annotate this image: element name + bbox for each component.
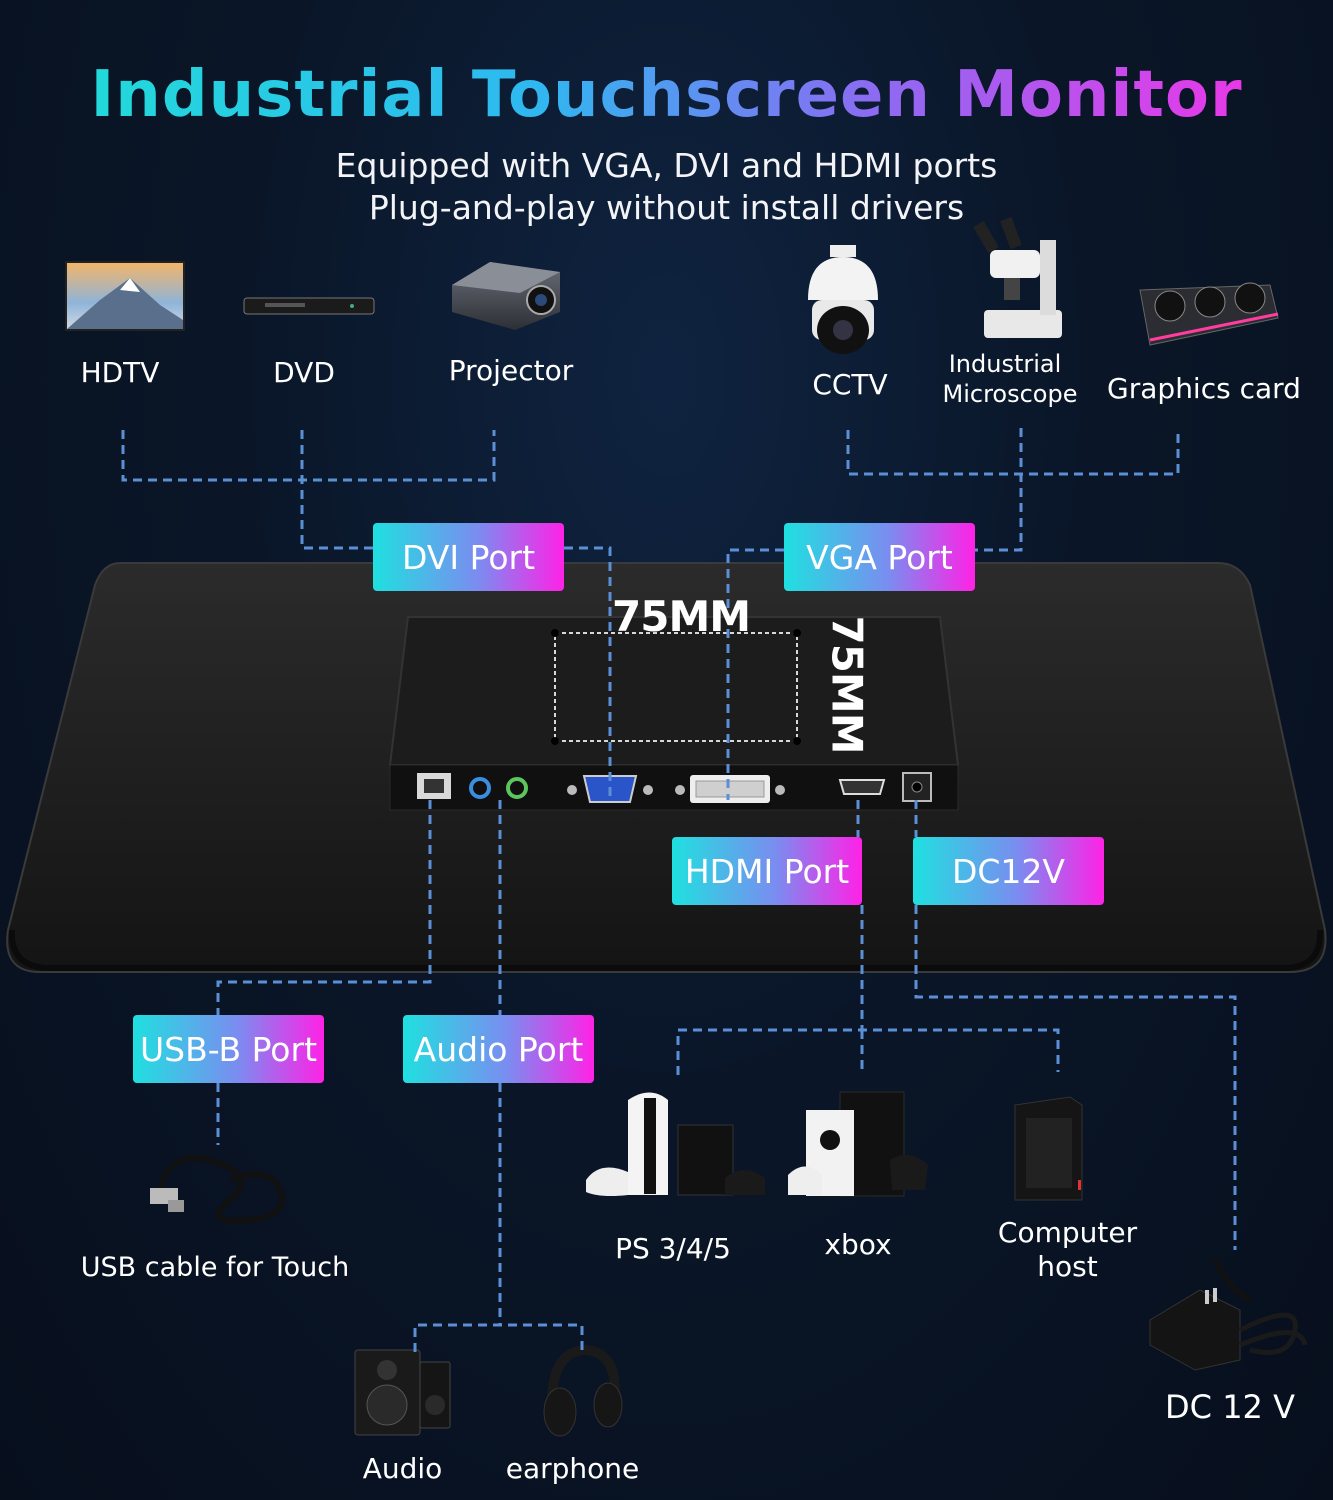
vesa-horizontal-label: 75MM: [612, 592, 751, 641]
hdtv-label: HDTV: [80, 356, 160, 389]
headphones-icon: [543, 1344, 623, 1437]
graphics-card-icon: [1139, 282, 1279, 346]
cctv-label: CCTV: [812, 368, 888, 401]
microscope-label-line-1: Industrial: [948, 350, 1062, 378]
audio-label: Audio: [362, 1452, 443, 1485]
vesa-mount-box: [388, 616, 960, 811]
subtitle-line-2: Plug-and-play without install drivers: [368, 188, 965, 227]
usb-b-port-badge: USB-B Port: [133, 1015, 324, 1083]
subtitle-line-1: Equipped with VGA, DVI and HDMI ports: [335, 146, 998, 185]
cctv-camera-icon: [808, 245, 878, 354]
dc-12v-label: DC 12 V: [1165, 1388, 1295, 1426]
dvd-player-icon: [243, 297, 375, 315]
microscope-label-line-2: Microscope: [942, 380, 1078, 408]
projector-label: Projector: [448, 354, 574, 387]
hdmi-connector: [838, 779, 886, 795]
projector-icon: [452, 262, 560, 330]
power-adapter-icon: [1149, 1258, 1308, 1371]
audio-jack-blue: [469, 777, 491, 799]
graphics-card-label: Graphics card: [1107, 372, 1301, 405]
usb-cable-icon: [150, 1155, 285, 1224]
audio-jack-green: [506, 777, 528, 799]
usb-cable-label: USB cable for Touch: [80, 1252, 350, 1283]
ps-label: PS 3/4/5: [615, 1232, 731, 1265]
hdmi-port-badge: HDMI Port: [672, 837, 862, 905]
dvi-connector: [675, 775, 785, 803]
usb-b-connector: [417, 773, 451, 799]
computer-tower-icon: [1014, 1096, 1083, 1201]
computer-host-label-line-2: host: [1037, 1250, 1098, 1283]
audio-port-badge: Audio Port: [403, 1015, 594, 1083]
dvd-label: DVD: [273, 356, 335, 389]
earphone-label: earphone: [505, 1452, 640, 1485]
page-title: Industrial Touchscreen Monitor: [0, 58, 1333, 132]
speakers-icon: [354, 1349, 451, 1436]
xbox-icon: [788, 1091, 928, 1197]
dc12v-badge: DC12V: [913, 837, 1104, 905]
dc-jack-connector: [902, 772, 932, 802]
vesa-vertical-label: 75MM: [822, 615, 872, 754]
playstation-icon: [586, 1092, 765, 1196]
microscope-icon: [973, 216, 1062, 338]
vga-port-badge: VGA Port: [784, 523, 975, 591]
dvi-port-badge: DVI Port: [373, 523, 564, 591]
computer-host-label-line-1: Computer: [997, 1216, 1138, 1249]
tv-icon: [65, 261, 185, 331]
xbox-label: xbox: [824, 1228, 892, 1261]
